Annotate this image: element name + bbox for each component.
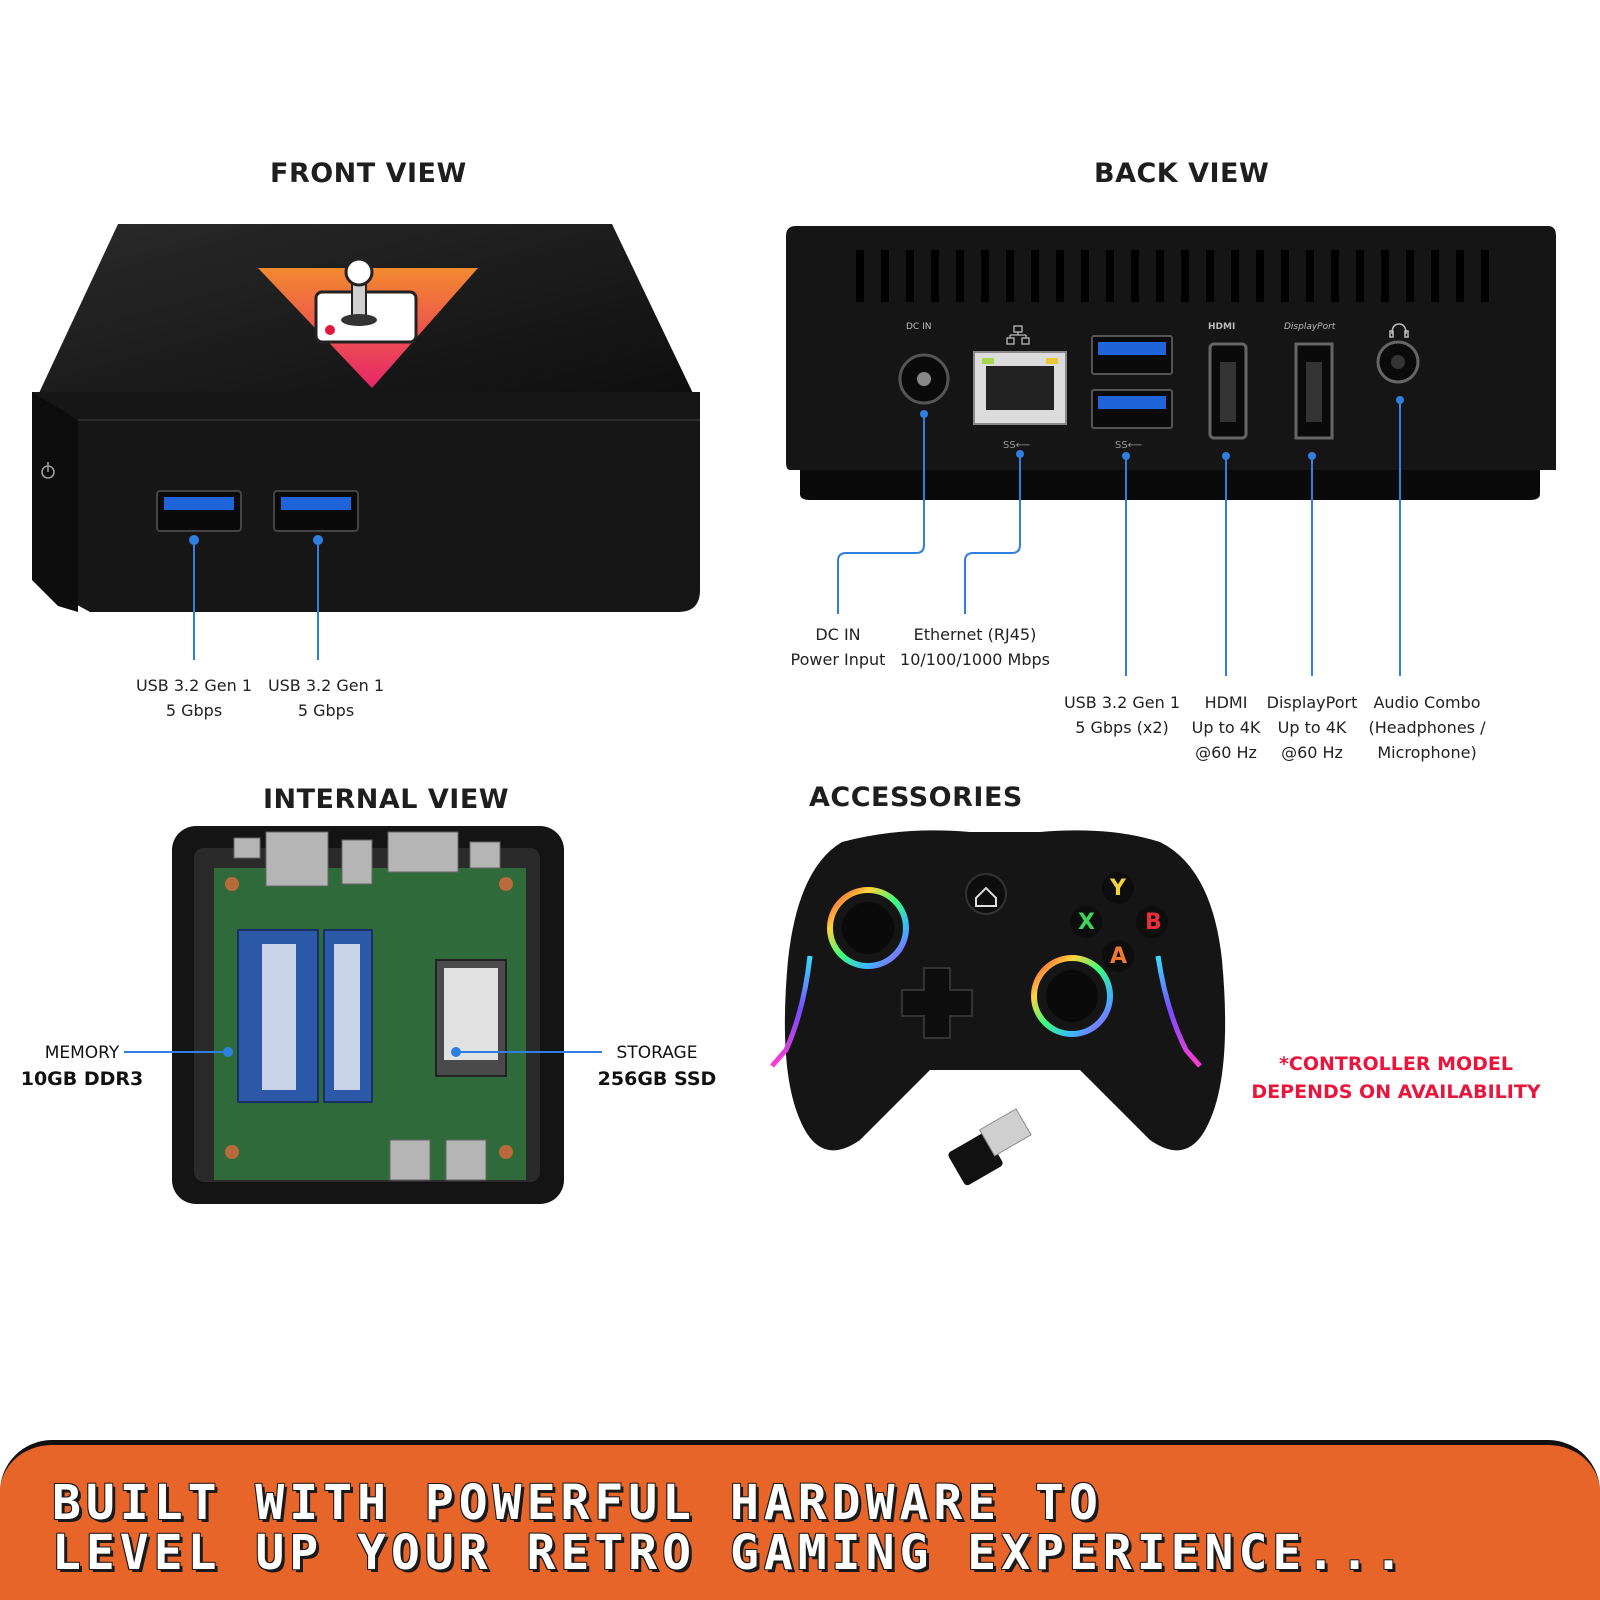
io-connectors [233, 831, 501, 1181]
memory-title: MEMORY [44, 1043, 120, 1063]
home-icon [975, 886, 997, 907]
displayport-mark: DisplayPort [1284, 322, 1336, 332]
displayport-line2: Up to 4K [1277, 718, 1347, 737]
back-usb-port-1 [1091, 335, 1173, 375]
front-usb-1-line1: USB 3.2 Gen 1 [135, 676, 253, 695]
vent-slots [856, 250, 1489, 302]
audio-line3: Microphone) [1377, 743, 1477, 762]
front-usb-label-1: USB 3.2 Gen 1 5 Gbps [124, 673, 264, 723]
ethernet-line1: Ethernet (RJ45) [913, 625, 1037, 644]
ethernet-label: Ethernet (RJ45) 10/100/1000 Mbps [900, 622, 1050, 672]
a-button: A [1110, 944, 1128, 969]
dpad [901, 967, 973, 1039]
power-icon [41, 462, 55, 479]
headphone-icon [1389, 323, 1409, 338]
back-usb-line2: 5 Gbps (x2) [1075, 718, 1169, 737]
memory-value: 10GB DDR3 [20, 1068, 144, 1090]
front-usb-port-1 [156, 490, 242, 532]
audio-label: Audio Combo (Headphones / Microphone) [1362, 690, 1492, 765]
dc-in-line1: DC IN [815, 625, 861, 644]
dc-in-mark: DC IN [906, 322, 932, 332]
promo-banner: BUILT WITH POWERFUL HARDWARE TO LEVEL UP… [0, 1440, 1600, 1600]
front-device [32, 224, 700, 612]
internal-callout-lines [124, 1047, 602, 1057]
back-device: SS⟵ SS⟵ [786, 226, 1556, 500]
displayport-port [1294, 342, 1334, 440]
audio-line2: (Headphones / [1368, 718, 1486, 737]
hdmi-line1: HDMI [1204, 693, 1248, 712]
front-callout-lines [189, 535, 323, 660]
back-usb-line1: USB 3.2 Gen 1 [1063, 693, 1181, 712]
superspeed-usb-icon-2: SS⟵ [1115, 440, 1142, 451]
ram-modules [237, 929, 373, 1103]
front-usb-1-line2: 5 Gbps [165, 701, 223, 720]
note-line1: *CONTROLLER MODEL [1278, 1053, 1514, 1075]
dc-in-line2: Power Input [790, 650, 886, 669]
x-button: X [1078, 910, 1095, 935]
storage-value: 256GB SSD [597, 1068, 717, 1090]
displayport-line3: @60 Hz [1281, 743, 1343, 762]
game-controller [770, 830, 1226, 1151]
svg-text:SS⟵: SS⟵ [1003, 440, 1030, 451]
front-usb-port-2 [273, 490, 359, 532]
back-view-title: BACK VIEW [1094, 158, 1270, 189]
front-usb-2-line1: USB 3.2 Gen 1 [267, 676, 385, 695]
memory-label: MEMORY 10GB DDR3 [20, 1040, 144, 1092]
storage-title: STORAGE [616, 1043, 698, 1063]
dc-in-label: DC IN Power Input [778, 622, 898, 672]
displayport-line1: DisplayPort [1266, 693, 1358, 712]
audio-line1: Audio Combo [1373, 693, 1481, 712]
b-button: B [1145, 910, 1162, 935]
back-usb-label: USB 3.2 Gen 1 5 Gbps (x2) [1052, 690, 1192, 740]
hdmi-line2: Up to 4K [1191, 718, 1261, 737]
hdmi-label: HDMI Up to 4K @60 Hz [1186, 690, 1266, 765]
back-callout-dots [920, 396, 1404, 460]
dc-in-port [898, 353, 950, 405]
ethernet-symbol-icon [1006, 325, 1030, 345]
audio-port [1376, 340, 1420, 384]
accessories-title: ACCESSORIES [809, 782, 1023, 813]
joystick-logo [258, 257, 478, 388]
front-view-title: FRONT VIEW [270, 158, 467, 189]
hdmi-line3: @60 Hz [1195, 743, 1257, 762]
back-callout-lines [837, 400, 1401, 676]
usb-receiver [948, 1108, 1032, 1186]
ethernet-port [973, 351, 1067, 425]
y-button: Y [1110, 876, 1126, 901]
ethernet-line2: 10/100/1000 Mbps [900, 650, 1050, 669]
back-usb-port-2 [1091, 389, 1173, 429]
controller-availability-note: *CONTROLLER MODEL DEPENDS ON AVAILABILIT… [1236, 1050, 1556, 1106]
ssd-module [435, 959, 507, 1077]
displayport-label: DisplayPort Up to 4K @60 Hz [1262, 690, 1362, 765]
front-usb-2-line2: 5 Gbps [297, 701, 355, 720]
svg-text:SS⟵: SS⟵ [1115, 440, 1142, 451]
banner-line-1: BUILT WITH POWERFUL HARDWARE TO [52, 1475, 1103, 1531]
internal-view-title: INTERNAL VIEW [263, 784, 510, 815]
note-line2: DEPENDS ON AVAILABILITY [1251, 1081, 1541, 1103]
front-usb-label-2: USB 3.2 Gen 1 5 Gbps [256, 673, 396, 723]
internal-device [172, 826, 564, 1204]
superspeed-usb-icon-1: SS⟵ [1003, 440, 1030, 451]
banner-line-2: LEVEL UP YOUR RETRO GAMING EXPERIENCE... [52, 1525, 1408, 1581]
hdmi-mark: HDMI [1208, 322, 1236, 332]
storage-label: STORAGE 256GB SSD [592, 1040, 722, 1092]
mount-screws [225, 877, 513, 1159]
hdmi-port [1208, 342, 1248, 440]
